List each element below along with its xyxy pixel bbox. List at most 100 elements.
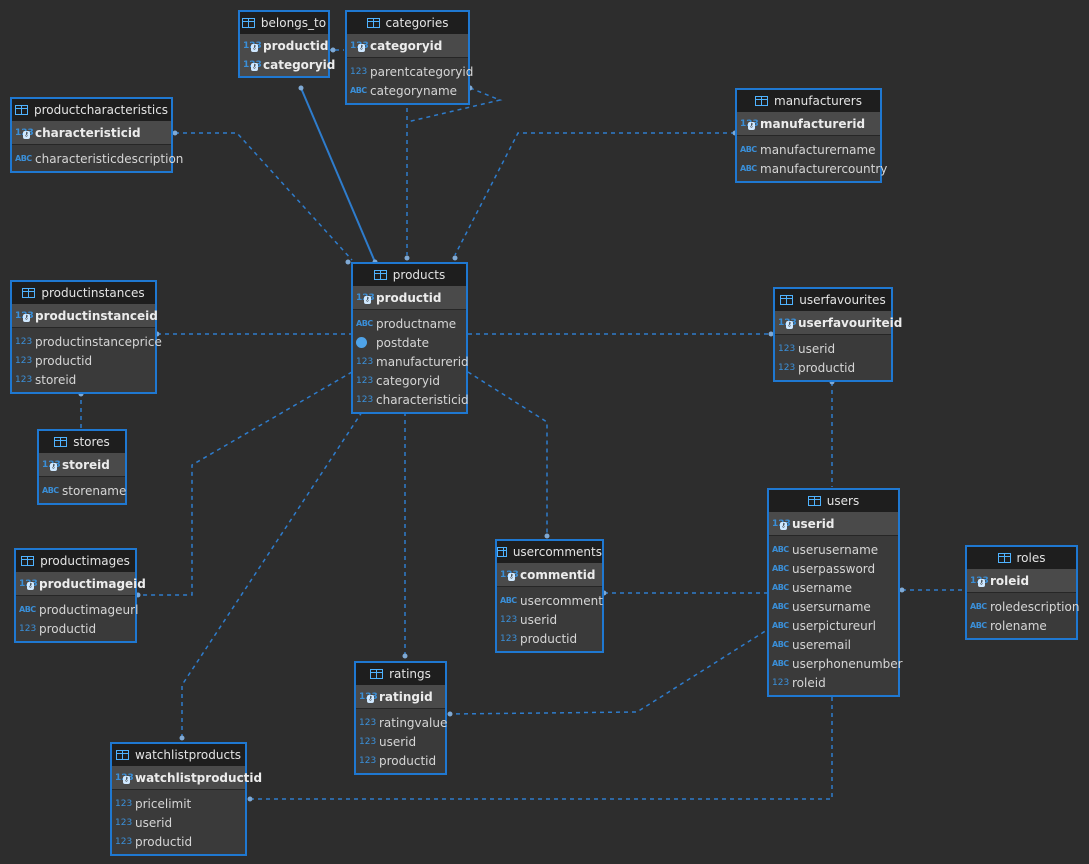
column-name: usercomment bbox=[520, 593, 603, 608]
column-row[interactable]: postdate bbox=[353, 333, 466, 352]
entity-header[interactable]: usercomments bbox=[497, 541, 602, 563]
entity-categories[interactable]: categories 123⚷categoryid 123parentcategor… bbox=[345, 10, 473, 105]
numeric-type-icon: 123⚷ bbox=[970, 576, 989, 587]
entity-name: categories bbox=[385, 16, 449, 30]
primary-key-column[interactable]: 123⚷productimageid bbox=[16, 574, 146, 593]
primary-key-column[interactable]: 123⚷productid bbox=[240, 36, 328, 55]
primary-key-column[interactable]: 123⚷commentid bbox=[497, 565, 602, 584]
primary-key-column[interactable]: 123⚷ratingid bbox=[356, 687, 445, 706]
entity-header[interactable]: watchlistproducts bbox=[112, 744, 245, 766]
entity-usercomments[interactable]: usercomments123⚷commentidABCusercomment1… bbox=[495, 539, 604, 653]
entity-header[interactable]: stores bbox=[39, 431, 125, 453]
table-icon bbox=[115, 750, 129, 760]
table-icon bbox=[755, 96, 768, 106]
entity-productimages[interactable]: productimages 123⚷productimageidABCproduc… bbox=[14, 548, 146, 643]
column-name: roleid bbox=[792, 675, 826, 690]
entity-header[interactable]: userfavourites bbox=[775, 289, 891, 311]
primary-key-column[interactable]: 123⚷userid bbox=[769, 514, 898, 533]
primary-key-column[interactable]: 123⚷watchlistproductid bbox=[112, 768, 262, 787]
text-type-icon: ABC bbox=[970, 621, 987, 630]
column-name: productid bbox=[520, 631, 578, 646]
entity-header[interactable]: ratings bbox=[356, 663, 445, 685]
primary-key-column[interactable]: 123⚷manufacturerid bbox=[737, 114, 880, 133]
entity-roles[interactable]: roles 123⚷roleidABCroledescriptionABCrole… bbox=[965, 545, 1079, 640]
entity-header[interactable]: categories bbox=[347, 12, 468, 34]
primary-key-column[interactable]: 123⚷categoryid bbox=[347, 36, 468, 55]
entity-name: productinstances bbox=[41, 286, 145, 300]
primary-key-column[interactable]: 123⚷categoryid bbox=[240, 55, 335, 74]
entity-products[interactable]: products 123⚷productidABCproductnamepostd… bbox=[351, 262, 469, 414]
entity-header[interactable]: belongs_to bbox=[240, 12, 328, 34]
primary-key-column[interactable]: 123⚷userfavouriteid bbox=[775, 313, 902, 332]
entity-userfavourites[interactable]: userfavourites 123⚷userfavouriteid 123user… bbox=[773, 287, 902, 382]
entity-header[interactable]: roles bbox=[967, 547, 1076, 569]
numeric-type-icon: 123⚷ bbox=[740, 119, 759, 130]
entity-manufacturers[interactable]: manufacturers 123⚷manufactureridABCmanufa… bbox=[735, 88, 887, 183]
primary-key-column[interactable]: 123⚷roleid bbox=[967, 571, 1076, 590]
link-products-productimages bbox=[138, 371, 353, 596]
primary-key-column[interactable]: 123⚷storeid bbox=[39, 455, 125, 474]
text-type-icon: ABC bbox=[42, 486, 59, 495]
primary-key-column[interactable]: 123⚷productid bbox=[353, 288, 466, 307]
entity-header[interactable]: users bbox=[769, 490, 898, 512]
entity-ratings[interactable]: ratings 123⚷ratingid 123ratingvalue123user… bbox=[354, 661, 447, 775]
numeric-type-icon: 123 bbox=[15, 336, 33, 347]
column-name: productimageid bbox=[39, 576, 146, 591]
entity-productcharacteristics[interactable]: productcharacteristics 123⚷characteristic… bbox=[10, 97, 183, 173]
entity-header[interactable]: productcharacteristics bbox=[12, 99, 171, 121]
entity-header[interactable]: productimages bbox=[16, 550, 135, 572]
entity-watchlistproducts[interactable]: watchlistproducts 123⚷watchlistproductid 1… bbox=[110, 742, 262, 856]
entity-header[interactable]: productinstances bbox=[12, 282, 155, 304]
primary-key-column[interactable]: 123⚷productinstanceid bbox=[12, 306, 158, 325]
numeric-type-icon: 123⚷ bbox=[778, 318, 797, 329]
entity-users[interactable]: users 123⚷useridABCuserusernameABCuserpas… bbox=[767, 488, 903, 697]
primary-key-column[interactable]: 123⚷characteristicid bbox=[12, 123, 171, 142]
entity-name: products bbox=[392, 268, 446, 282]
entity-productinstances[interactable]: productinstances 123⚷productinstanceid 123… bbox=[10, 280, 162, 394]
column-name: productid bbox=[35, 353, 93, 368]
entity-header[interactable]: manufacturers bbox=[737, 90, 880, 112]
entity-header[interactable]: products bbox=[353, 264, 466, 286]
table-icon bbox=[373, 270, 387, 280]
